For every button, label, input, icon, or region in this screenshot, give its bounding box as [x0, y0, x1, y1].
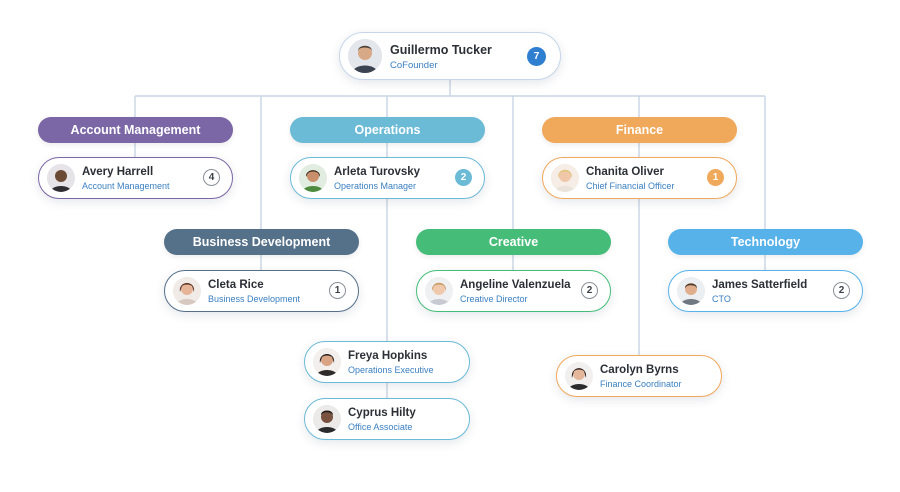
dept-operations[interactable]: Operations: [290, 117, 485, 143]
woman-photo-icon: [173, 277, 201, 305]
avatar: [313, 348, 341, 376]
avatar: [565, 362, 593, 390]
avatar: [551, 164, 579, 192]
woman-photo-icon: [299, 164, 327, 192]
report-count-badge[interactable]: 2: [581, 282, 598, 299]
woman-photo-icon: [551, 164, 579, 192]
report-count-badge[interactable]: 4: [203, 169, 220, 186]
dept-technology[interactable]: Technology: [668, 229, 863, 255]
report-count-badge[interactable]: 7: [527, 47, 546, 66]
woman-photo-icon: [425, 277, 453, 305]
person-name: Chanita Oliver: [586, 166, 664, 178]
person-card-avery-harrell[interactable]: Avery Harrell Account Management 4: [38, 157, 233, 199]
person-role: Creative Director: [460, 294, 528, 304]
man-photo-icon: [47, 164, 75, 192]
person-role: Operations Manager: [334, 181, 417, 191]
report-count-badge[interactable]: 1: [707, 169, 724, 186]
person-card-freya-hopkins[interactable]: Freya Hopkins Operations Executive: [304, 341, 470, 383]
person-name: Freya Hopkins: [348, 350, 428, 362]
person-role: Business Development: [208, 294, 301, 304]
person-card-cyprus-hilty[interactable]: Cyprus Hilty Office Associate: [304, 398, 470, 440]
person-role: CoFounder: [390, 60, 438, 71]
avatar: [313, 405, 341, 433]
woman-photo-icon: [313, 348, 341, 376]
person-card-arleta-turovsky[interactable]: Arleta Turovsky Operations Manager 2: [290, 157, 485, 199]
person-name: Arleta Turovsky: [334, 166, 421, 178]
person-name: Carolyn Byrns: [600, 364, 679, 376]
root-card[interactable]: Guillermo Tucker CoFounder 7: [339, 32, 561, 80]
dept-account-management[interactable]: Account Management: [38, 117, 233, 143]
person-name: Angeline Valenzuela: [460, 279, 571, 291]
avatar: [425, 277, 453, 305]
avatar: [348, 39, 382, 73]
person-name: Guillermo Tucker: [390, 43, 492, 57]
person-card-james-satterfield[interactable]: James Satterfield CTO 2: [668, 270, 863, 312]
person-role: CTO: [712, 294, 731, 304]
person-name: Cyprus Hilty: [348, 407, 416, 419]
man-photo-icon: [677, 277, 705, 305]
report-count-badge[interactable]: 2: [455, 169, 472, 186]
dept-business-development[interactable]: Business Development: [164, 229, 359, 255]
person-name: James Satterfield: [712, 279, 808, 291]
man-photo-icon: [313, 405, 341, 433]
avatar: [47, 164, 75, 192]
avatar: [299, 164, 327, 192]
woman-photo-icon: [565, 362, 593, 390]
person-role: Operations Executive: [348, 365, 434, 375]
person-card-chanita-oliver[interactable]: Chanita Oliver Chief Financial Officer 1: [542, 157, 737, 199]
person-role: Chief Financial Officer: [586, 181, 675, 191]
dept-finance[interactable]: Finance: [542, 117, 737, 143]
person-card-angeline-valenzuela[interactable]: Angeline Valenzuela Creative Director 2: [416, 270, 611, 312]
report-count-badge[interactable]: 2: [833, 282, 850, 299]
person-card-carolyn-byrns[interactable]: Carolyn Byrns Finance Coordinator: [556, 355, 722, 397]
dept-creative[interactable]: Creative: [416, 229, 611, 255]
person-name: Avery Harrell: [82, 166, 154, 178]
person-name: Cleta Rice: [208, 279, 264, 291]
avatar: [677, 277, 705, 305]
person-card-cleta-rice[interactable]: Cleta Rice Business Development 1: [164, 270, 359, 312]
avatar: [173, 277, 201, 305]
person-role: Office Associate: [348, 422, 413, 432]
person-role: Account Management: [82, 181, 170, 191]
person-role: Finance Coordinator: [600, 379, 682, 389]
report-count-badge[interactable]: 1: [329, 282, 346, 299]
man-photo-icon: [348, 39, 382, 73]
